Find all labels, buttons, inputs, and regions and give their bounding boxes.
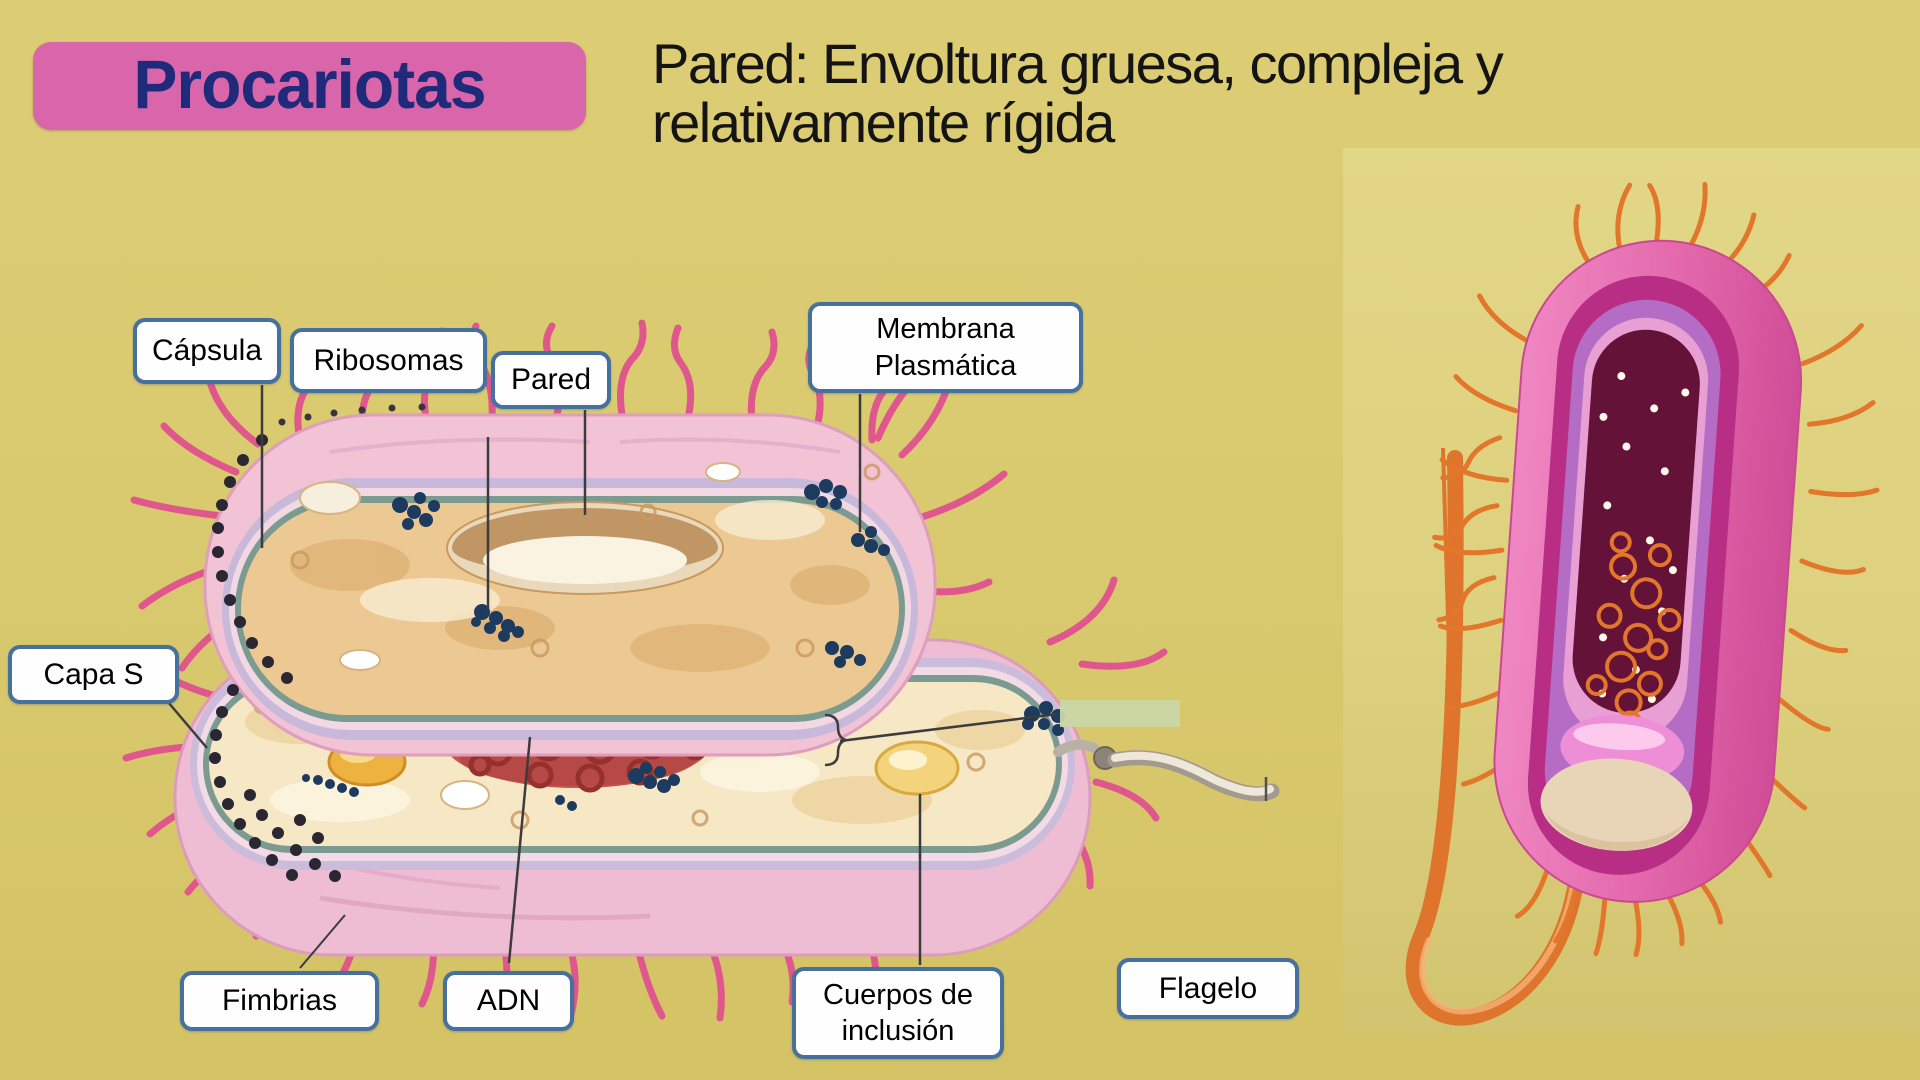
label-membrana-plasmatica: Membrana Plasmática [808, 302, 1083, 393]
bacteria-3d-image [1343, 148, 1920, 1036]
label-capa-s: Capa S [8, 645, 179, 704]
cell-upper-half [203, 403, 937, 757]
label-cuerpos-de-inclusion: Cuerpos de inclusión [792, 967, 1004, 1059]
label-ribosomas: Ribosomas [290, 328, 487, 393]
label-pared: Pared [491, 351, 611, 409]
ribosome-dots-upper [392, 479, 890, 668]
cell-body-3d [1432, 181, 1880, 957]
subtitle-text: Pared: Envoltura gruesa, compleja y rela… [652, 32, 1504, 155]
label-capsula: Cápsula [133, 318, 281, 384]
label-flagelo: Flagelo [1117, 958, 1299, 1019]
title-banner: Procariotas [33, 42, 586, 130]
large-vesicle [446, 501, 724, 595]
s-layer-dots [209, 434, 341, 882]
flagellum-illustration [1053, 739, 1280, 802]
highlight-box [1060, 700, 1180, 727]
page-title: Procariotas [133, 45, 486, 123]
label-adn: ADN [443, 971, 574, 1031]
label-connectors [167, 385, 1059, 969]
bacteria-3d-render [1405, 181, 1880, 1026]
label-fimbrias: Fimbrias [180, 971, 379, 1031]
